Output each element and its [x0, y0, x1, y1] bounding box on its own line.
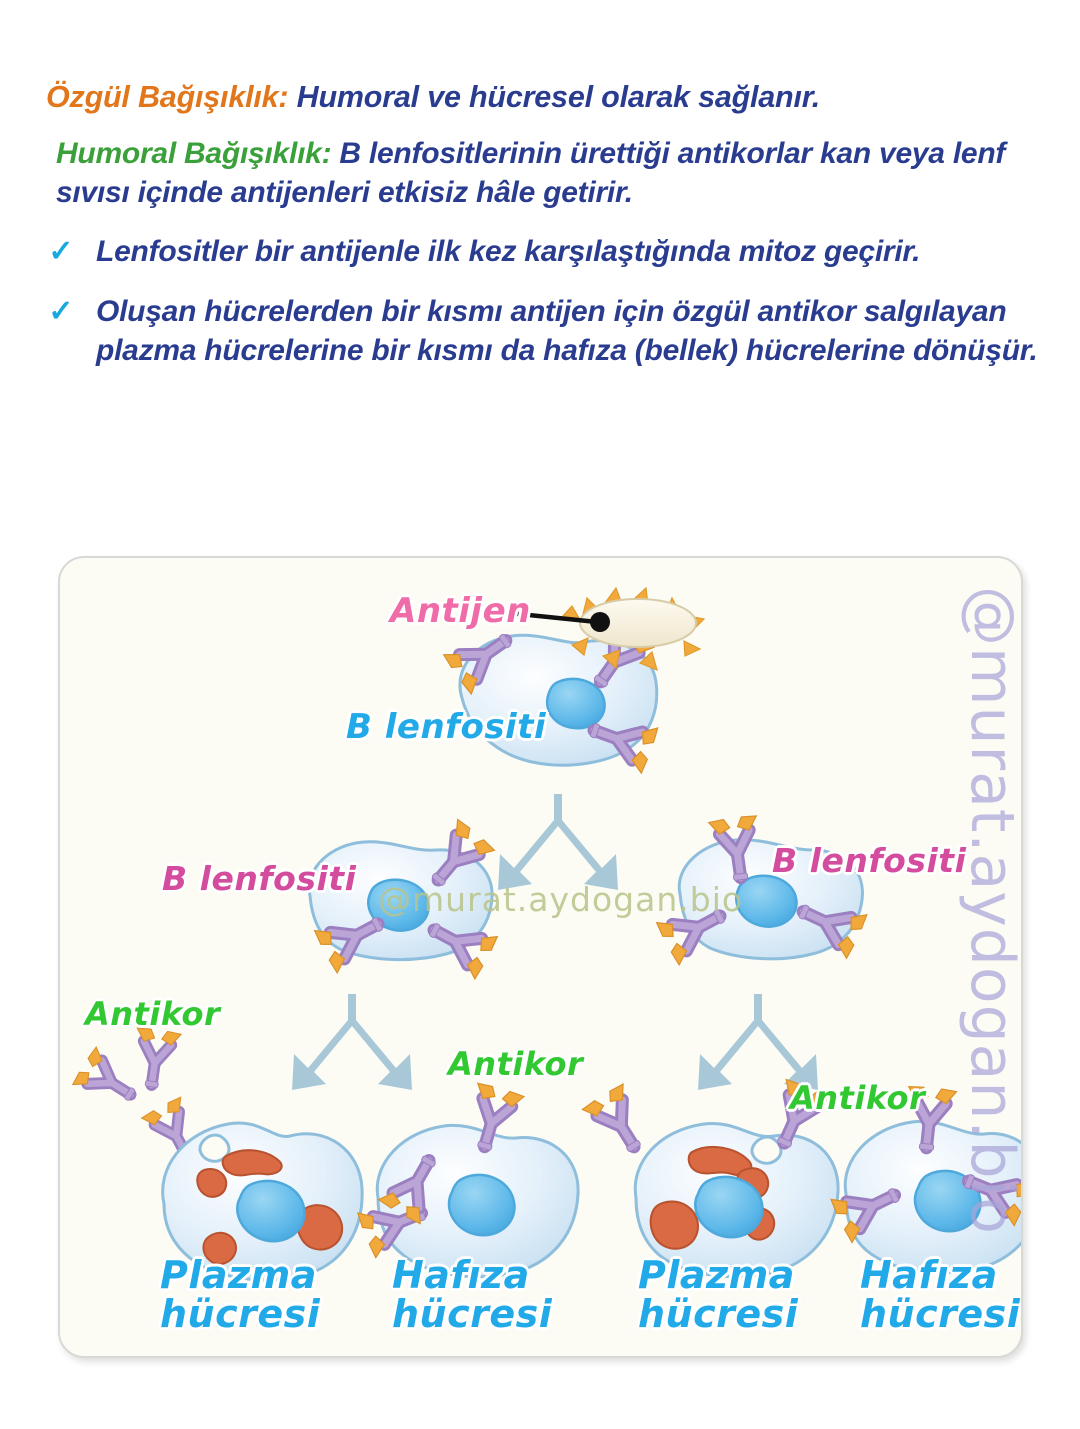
division-arrow-1 [498, 794, 618, 890]
bullet-item-1: ✓ Lenfositler bir antijenle ilk kez karş… [46, 232, 1066, 272]
plasma-cell-2 [633, 1121, 840, 1279]
label-antikor-mid: Antikor [448, 1045, 584, 1083]
label-plasma-cell-1-line1: Plazma [160, 1253, 317, 1297]
heading-humoral-key: Humoral Bağışıklık: [56, 136, 332, 170]
label-memory-cell-1-line2: hücresi [392, 1291, 553, 1336]
heading-humoral-bagisiklik: Humoral Bağışıklık: B lenfositlerinin ür… [56, 134, 1066, 212]
label-memory-cell-2-line1: Hafıza [860, 1253, 998, 1297]
label-b-lymphocyte-right: B lenfositi [772, 841, 967, 880]
watermark-horizontal: @murat.aydogan.bio [378, 880, 744, 919]
label-plasma-cell-1-line2: hücresi [160, 1291, 321, 1336]
label-plasma-cell-2-line1: Plazma [638, 1253, 795, 1297]
label-antikor-right: Antikor [790, 1079, 926, 1117]
watermark-vertical: @murat.aydogan.bio [957, 586, 1023, 1235]
label-plasma-cell-2: Plazma hücresi [638, 1256, 798, 1334]
check-icon: ✓ [48, 294, 74, 328]
heading-ozgul-value: Humoral ve hücresel olarak sağlanır. [288, 80, 821, 114]
bullet-item-2: ✓ Oluşan hücrelerden bir kısmı antijen i… [46, 292, 1066, 372]
heading-ozgul-bagisiklik: Özgül Bağışıklık: Humoral ve hücresel ol… [46, 78, 1066, 118]
b-lymphocyte-right-cell [677, 838, 864, 961]
bullet-text-1: Lenfositler bir antijenle ilk kez karşıl… [96, 234, 921, 268]
label-plasma-cell-2-line2: hücresi [638, 1291, 799, 1336]
bullet-text-2: Oluşan hücrelerden bir kısmı antijen içi… [96, 294, 1038, 368]
division-arrow-3 [698, 994, 818, 1090]
lesson-text-block: Özgül Bağışıklık: Humoral ve hücresel ol… [0, 0, 1080, 371]
heading-humoral-value: B lenfositlerinin ürettiği antikorlar ka… [56, 136, 1006, 209]
label-b-lymphocyte-left: B lenfositi [162, 859, 357, 898]
heading-ozgul-key: Özgül Bağışıklık: [46, 80, 289, 114]
label-memory-cell-2-line2: hücresi [860, 1291, 1021, 1336]
diagram-card: @murat.aydogan.bio @murat.aydogan.bio An… [58, 556, 1023, 1358]
label-antigen: Antijen [390, 591, 531, 631]
label-memory-cell-1: Hafıza hücresi [392, 1256, 552, 1334]
label-memory-cell-1-line1: Hafıza [392, 1253, 530, 1297]
plasma-cell-1 [161, 1121, 364, 1282]
division-arrow-2 [292, 994, 412, 1090]
label-memory-cell-2: Hafıza hücresi [860, 1256, 1020, 1334]
label-b-lymphocyte-top: B lenfositi [346, 707, 547, 747]
diagram-stage: @murat.aydogan.bio @murat.aydogan.bio An… [60, 558, 1021, 1356]
label-antikor-left: Antikor [85, 995, 221, 1033]
label-plasma-cell-1: Plazma hücresi [160, 1256, 320, 1334]
check-icon: ✓ [48, 234, 74, 268]
antigen-particle [477, 586, 706, 672]
diagram-artwork [60, 586, 1021, 1282]
